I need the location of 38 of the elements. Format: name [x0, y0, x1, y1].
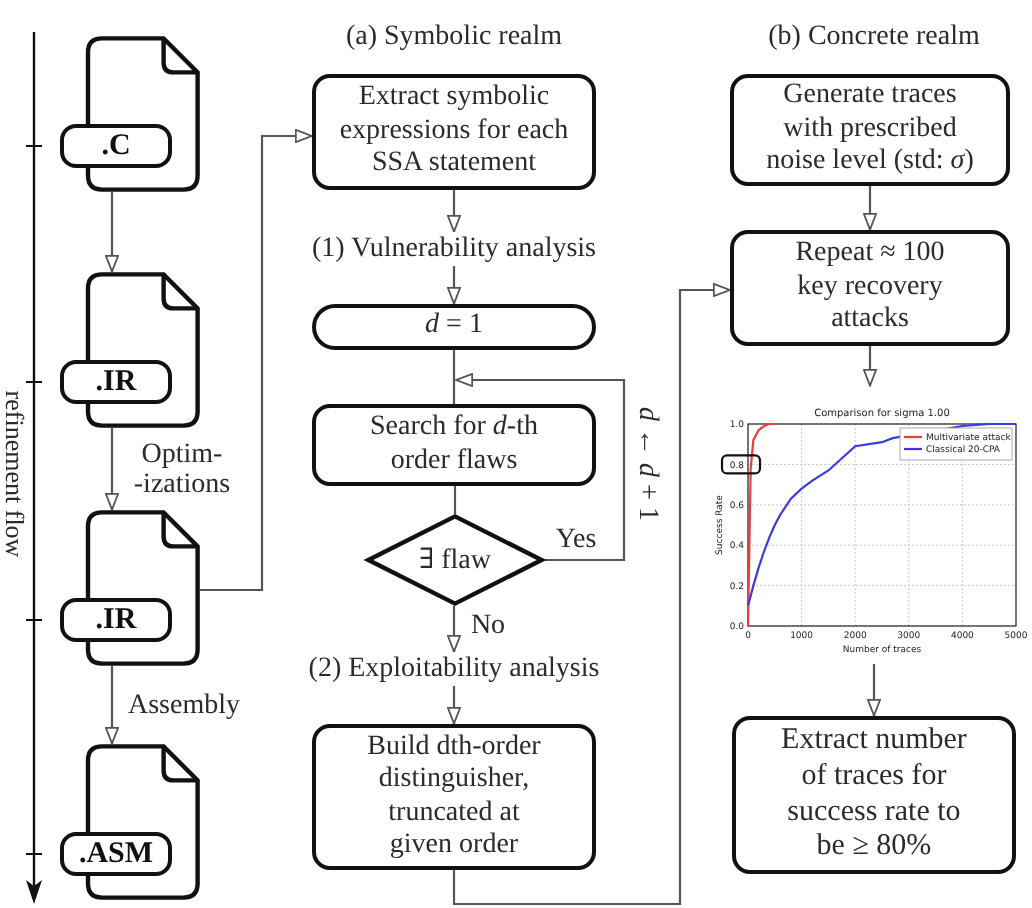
arrow	[105, 666, 119, 745]
file-document	[60, 510, 200, 666]
process-box: Build dth-order distinguisher, truncated at given order	[312, 724, 596, 870]
file-document	[60, 272, 200, 428]
arrow	[447, 686, 461, 725]
step-heading: (1) Vulnerability analysis	[312, 232, 596, 266]
process-box: Repeat ≈ 100 key recovery attacks	[730, 230, 1010, 346]
file-extension-label: .IR	[60, 360, 172, 404]
process-box: Extract symbolic expressions for each SSA statement	[312, 74, 596, 190]
connector-line	[452, 350, 456, 404]
axis-label: refinement flow	[0, 390, 30, 558]
process-box: d = 1	[312, 304, 596, 350]
connector-line	[453, 486, 457, 514]
step-heading: (2) Exploitability analysis	[308, 652, 600, 686]
arrow	[200, 129, 313, 592]
section-heading: (b) Concrete realm	[768, 22, 980, 54]
process-box: Search for d-th order flaws	[312, 404, 596, 486]
arrow	[447, 266, 461, 305]
arrow	[867, 664, 881, 717]
arrow	[863, 346, 877, 387]
process-box: Extract number of traces for success rate to be ≥ 80%	[732, 716, 1016, 874]
file-extension-label: .C	[60, 124, 172, 168]
process-box: Generate traces with prescribed noise level (std: σ)	[730, 74, 1010, 186]
arrow	[105, 192, 119, 273]
loop-update-label: d ← d + 1	[630, 407, 662, 521]
arrow	[455, 373, 626, 562]
section-heading: (a) Symbolic realm	[345, 22, 563, 54]
file-extension-label: .ASM	[60, 832, 172, 876]
arrow	[863, 186, 877, 231]
arrow	[447, 190, 461, 233]
file-document	[60, 36, 200, 192]
arrow	[447, 606, 461, 653]
decision-diamond: ∃ flaw	[366, 514, 544, 606]
edge-label: Assembly	[128, 690, 240, 720]
file-document	[60, 744, 200, 900]
arrow	[452, 283, 731, 906]
file-extension-label: .IR	[60, 598, 172, 642]
arrow	[105, 428, 119, 511]
